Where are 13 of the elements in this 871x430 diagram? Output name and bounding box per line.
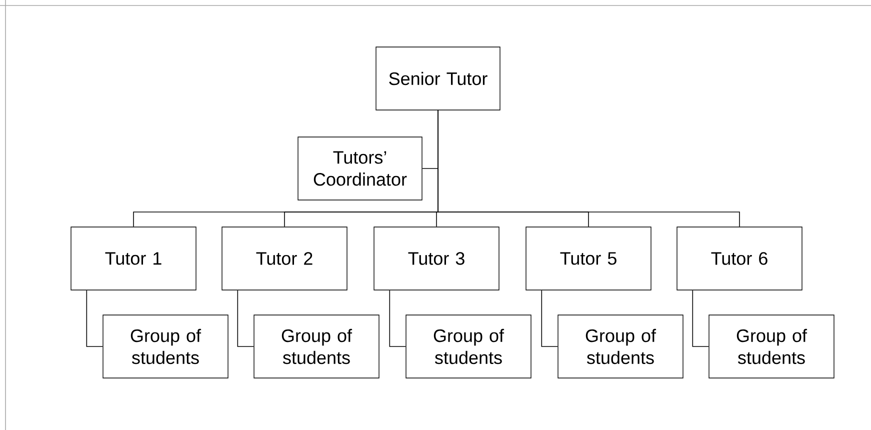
org-box: Tutor 1 [70, 226, 196, 290]
org-box: Group of students [254, 314, 380, 378]
org-box: Group of students [102, 314, 228, 378]
org-box: Tutor 2 [222, 226, 348, 290]
org-box: Tutor 6 [676, 226, 802, 290]
org-box: Tutor 3 [374, 226, 500, 290]
connector-line [438, 110, 740, 228]
org-box: Group of students [708, 314, 834, 378]
org-box: Tutors’ Coordinator [298, 136, 422, 200]
org-box: Group of students [406, 314, 532, 378]
org-box: Senior Tutor [376, 46, 500, 110]
org-box: Group of students [558, 314, 684, 378]
org-box: Tutor 5 [526, 226, 652, 290]
